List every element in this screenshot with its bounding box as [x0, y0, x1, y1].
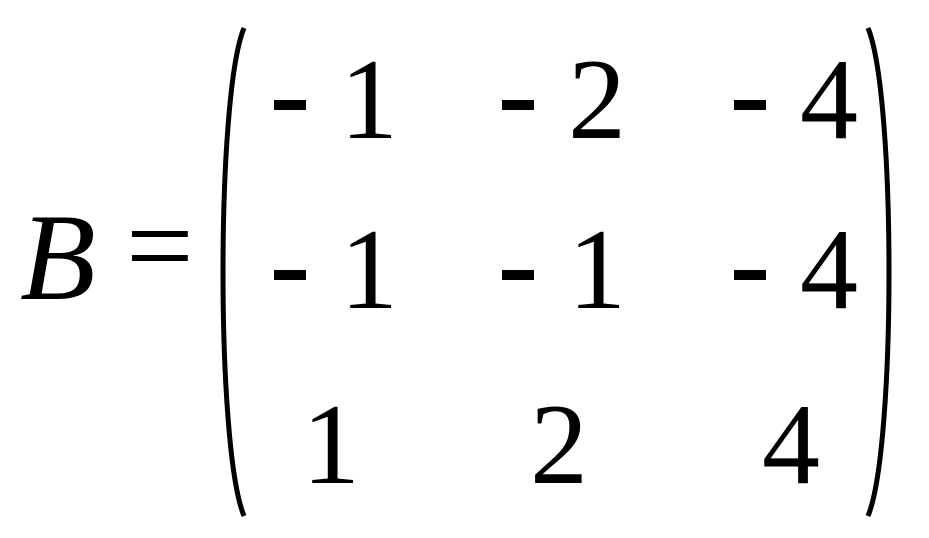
matrix-entry-r1-c2: 2 [494, 42, 634, 158]
entry-digits: 1 [568, 206, 626, 334]
entry-digits: 1 [340, 206, 398, 334]
matrix-entry-r2-c2: 1 [494, 212, 634, 328]
left-parenthesis [220, 27, 247, 517]
minus-sign [734, 270, 766, 281]
matrix-entry-r1-c1: 1 [266, 42, 406, 158]
entry-digits: 2 [568, 36, 626, 164]
entry-digits: 1 [340, 36, 398, 164]
minus-sign [274, 100, 306, 111]
matrix-entry-r2-c3: 4 [726, 212, 866, 328]
entry-digits: 4 [800, 36, 858, 164]
entry-digits: 1 [302, 381, 360, 509]
minus-sign [502, 100, 534, 111]
minus-sign [274, 270, 306, 281]
matrix-entry-r2-c1: 1 [266, 212, 406, 328]
matrix-entry-r3-c2: 2 [494, 387, 670, 503]
minus-sign [734, 100, 766, 111]
entry-digits: 4 [800, 206, 858, 334]
matrix-entry-r1-c3: 4 [726, 42, 866, 158]
entry-digits: 2 [530, 381, 588, 509]
matrix-entry-r3-c1: 1 [266, 387, 442, 503]
equals-sign: = [126, 179, 194, 312]
matrix-variable: B [20, 189, 96, 326]
right-parenthesis [865, 27, 892, 517]
matrix-entry-r3-c3: 4 [726, 387, 902, 503]
entry-digits: 4 [762, 381, 820, 509]
minus-sign [502, 270, 534, 281]
